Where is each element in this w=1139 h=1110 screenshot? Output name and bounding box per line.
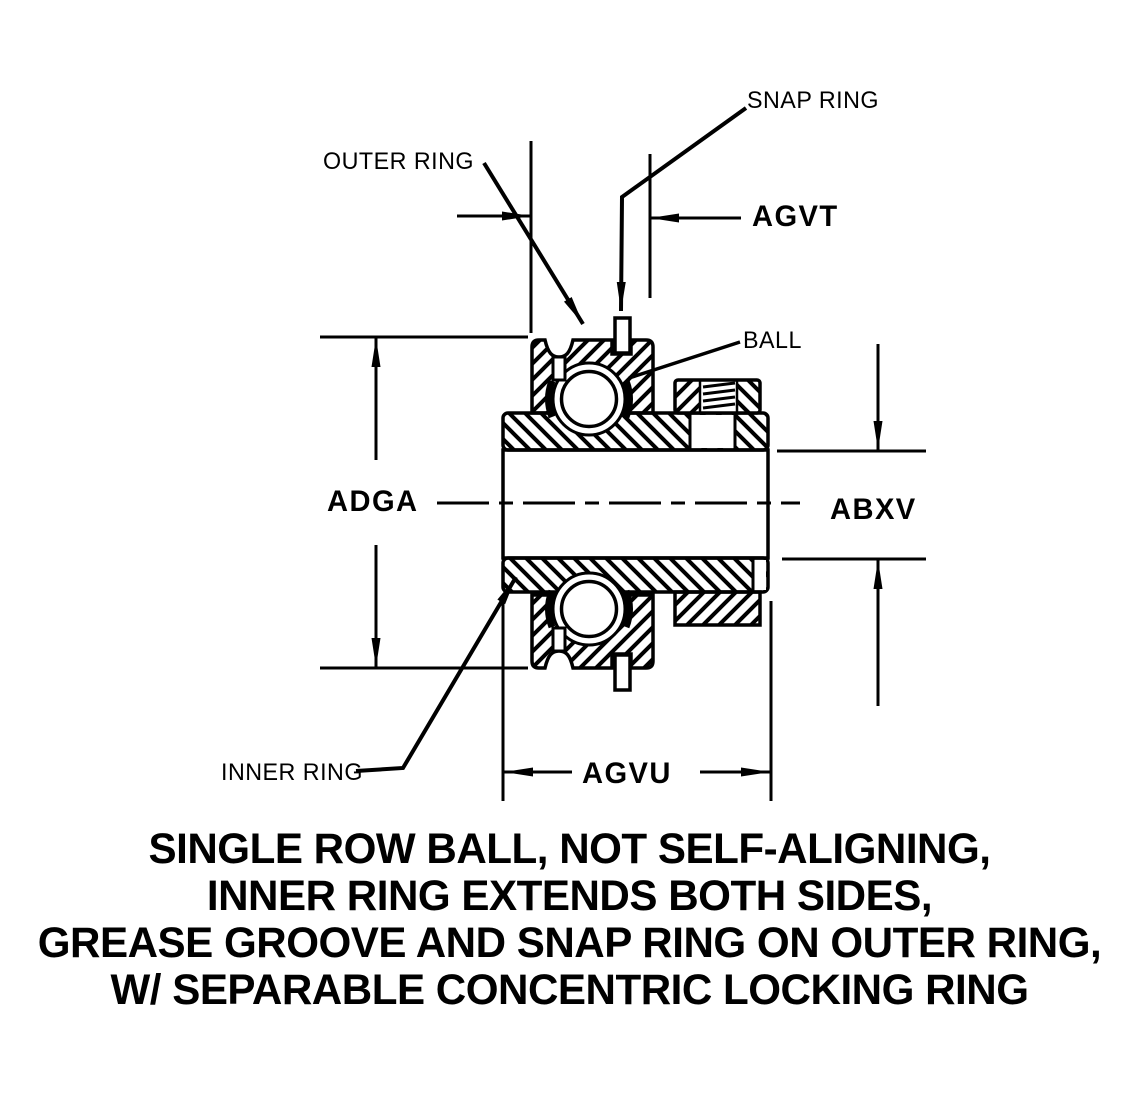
- label-dim-agvt: AGVT: [752, 200, 839, 233]
- dimension-abxv: [777, 344, 926, 706]
- outer-ring-lower: [530, 571, 655, 692]
- snap-ring-upper: [613, 316, 632, 355]
- label-inner-ring: INNER RING: [221, 759, 363, 786]
- leader-ball: [628, 340, 741, 380]
- label-snap-ring: SNAP RING: [747, 87, 880, 114]
- label-dim-abxv: ABXV: [830, 493, 917, 526]
- leader-inner-ring: [355, 575, 518, 773]
- set-screw: [702, 381, 736, 410]
- label-outer-ring: OUTER RING: [323, 148, 475, 175]
- title-line-1: SINGLE ROW BALL, NOT SELF-ALIGNING,: [148, 825, 991, 873]
- dimension-agvt: [457, 141, 741, 333]
- label-dim-adga: ADGA: [327, 485, 419, 518]
- leader-snap-ring: [616, 106, 748, 312]
- figure-title: SINGLE ROW BALL, NOT SELF-ALIGNING, INNE…: [0, 826, 1139, 1014]
- ball-upper: [559, 369, 619, 429]
- label-ball: BALL: [743, 327, 802, 354]
- grease-hole-lower: [551, 626, 567, 653]
- snap-ring-lower: [613, 653, 632, 692]
- locking-ring: [673, 378, 762, 627]
- leader-outer-ring: [482, 161, 585, 326]
- grease-hole-upper: [551, 355, 567, 382]
- ball-lower: [559, 579, 619, 639]
- title-line-3: GREASE GROOVE AND SNAP RING ON OUTER RIN…: [37, 919, 1102, 967]
- title-line-4: W/ SEPARABLE CONCENTRIC LOCKING RING: [110, 966, 1029, 1014]
- dimension-adga: [320, 335, 528, 670]
- label-dim-agvu: AGVU: [582, 757, 672, 790]
- dimension-agvu: [501, 597, 773, 801]
- outer-ring-upper: [530, 316, 655, 437]
- title-line-2: INNER RING EXTENDS BOTH SIDES,: [206, 872, 933, 920]
